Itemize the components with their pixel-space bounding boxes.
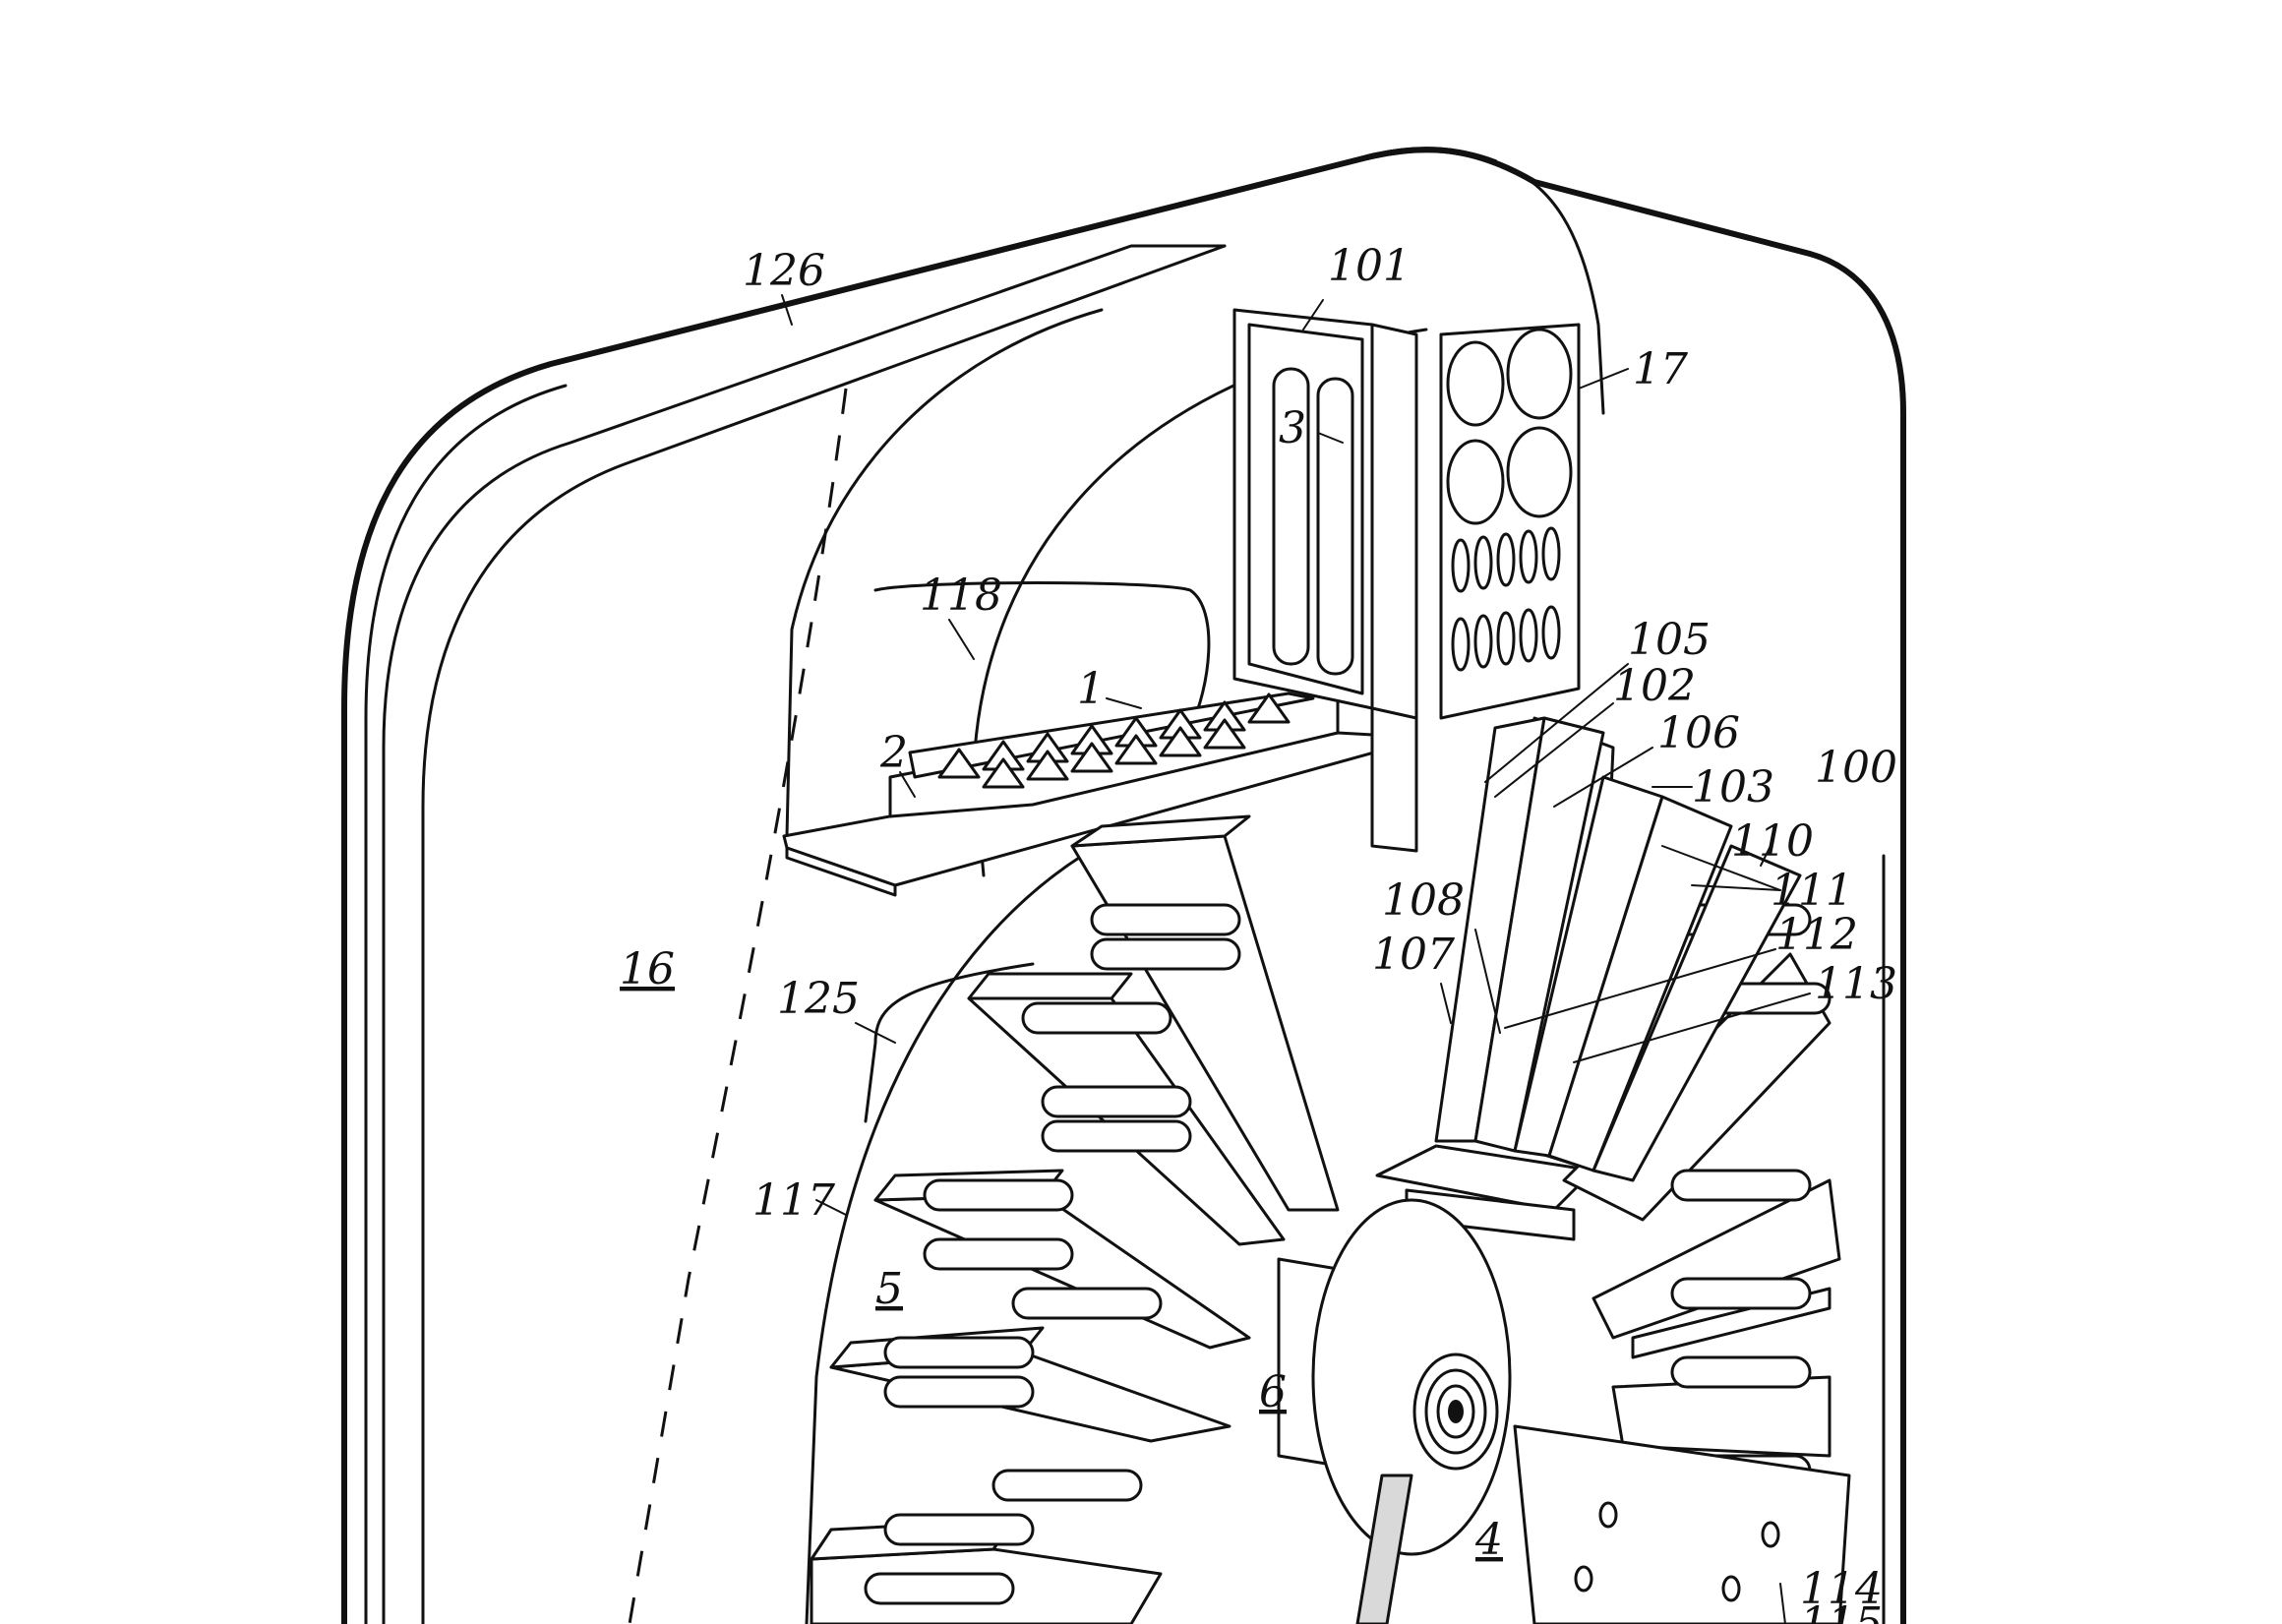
leader-lines <box>781 294 1811 1624</box>
label-114: 114 <box>1800 1564 1883 1614</box>
control-board-17 <box>1439 323 1581 720</box>
label-100: 100 <box>1815 743 1897 793</box>
label-111: 111 <box>1771 866 1853 916</box>
tube-row-upper <box>1451 526 1561 593</box>
label-2: 2 <box>879 728 908 778</box>
magazine-arms-left <box>810 814 1340 1624</box>
label-110: 110 <box>1731 816 1814 867</box>
label-107: 107 <box>1372 930 1455 980</box>
label-101: 101 <box>1328 241 1411 291</box>
label-112: 112 <box>1775 910 1858 960</box>
reference-numerals: 126 101 17 3 118 1 2 105 102 106 103 100… <box>620 241 1897 1624</box>
title-strip-panel <box>1232 308 1418 853</box>
label-108: 108 <box>1382 875 1465 926</box>
label-3: 3 <box>1279 403 1306 453</box>
label-115: 115 <box>1800 1598 1883 1624</box>
label-17: 17 <box>1633 344 1688 394</box>
base-plate-holes <box>1574 1501 1780 1602</box>
tube-row-lower <box>1451 605 1561 672</box>
rollers-left <box>864 903 1241 1605</box>
label-106: 106 <box>1657 708 1740 758</box>
label-117: 117 <box>752 1175 835 1226</box>
selector-tray <box>782 692 1394 897</box>
label-5: 5 <box>875 1264 903 1314</box>
turret-shelves <box>1434 716 1802 1182</box>
cabinet-outline <box>341 147 1906 1624</box>
selector-keys <box>937 692 1291 789</box>
label-126: 126 <box>743 246 825 296</box>
label-1: 1 <box>1077 664 1105 714</box>
label-102: 102 <box>1613 661 1696 711</box>
drive-assembly <box>1277 1198 1851 1624</box>
label-118: 118 <box>920 571 1002 621</box>
label-103: 103 <box>1692 762 1774 812</box>
label-4: 4 <box>1474 1515 1503 1565</box>
record-magazine-5 <box>805 716 1841 1624</box>
label-105: 105 <box>1628 615 1711 665</box>
label-16: 16 <box>620 944 675 994</box>
label-125: 125 <box>777 974 860 1024</box>
label-113: 113 <box>1815 959 1897 1009</box>
label-6: 6 <box>1259 1367 1287 1417</box>
